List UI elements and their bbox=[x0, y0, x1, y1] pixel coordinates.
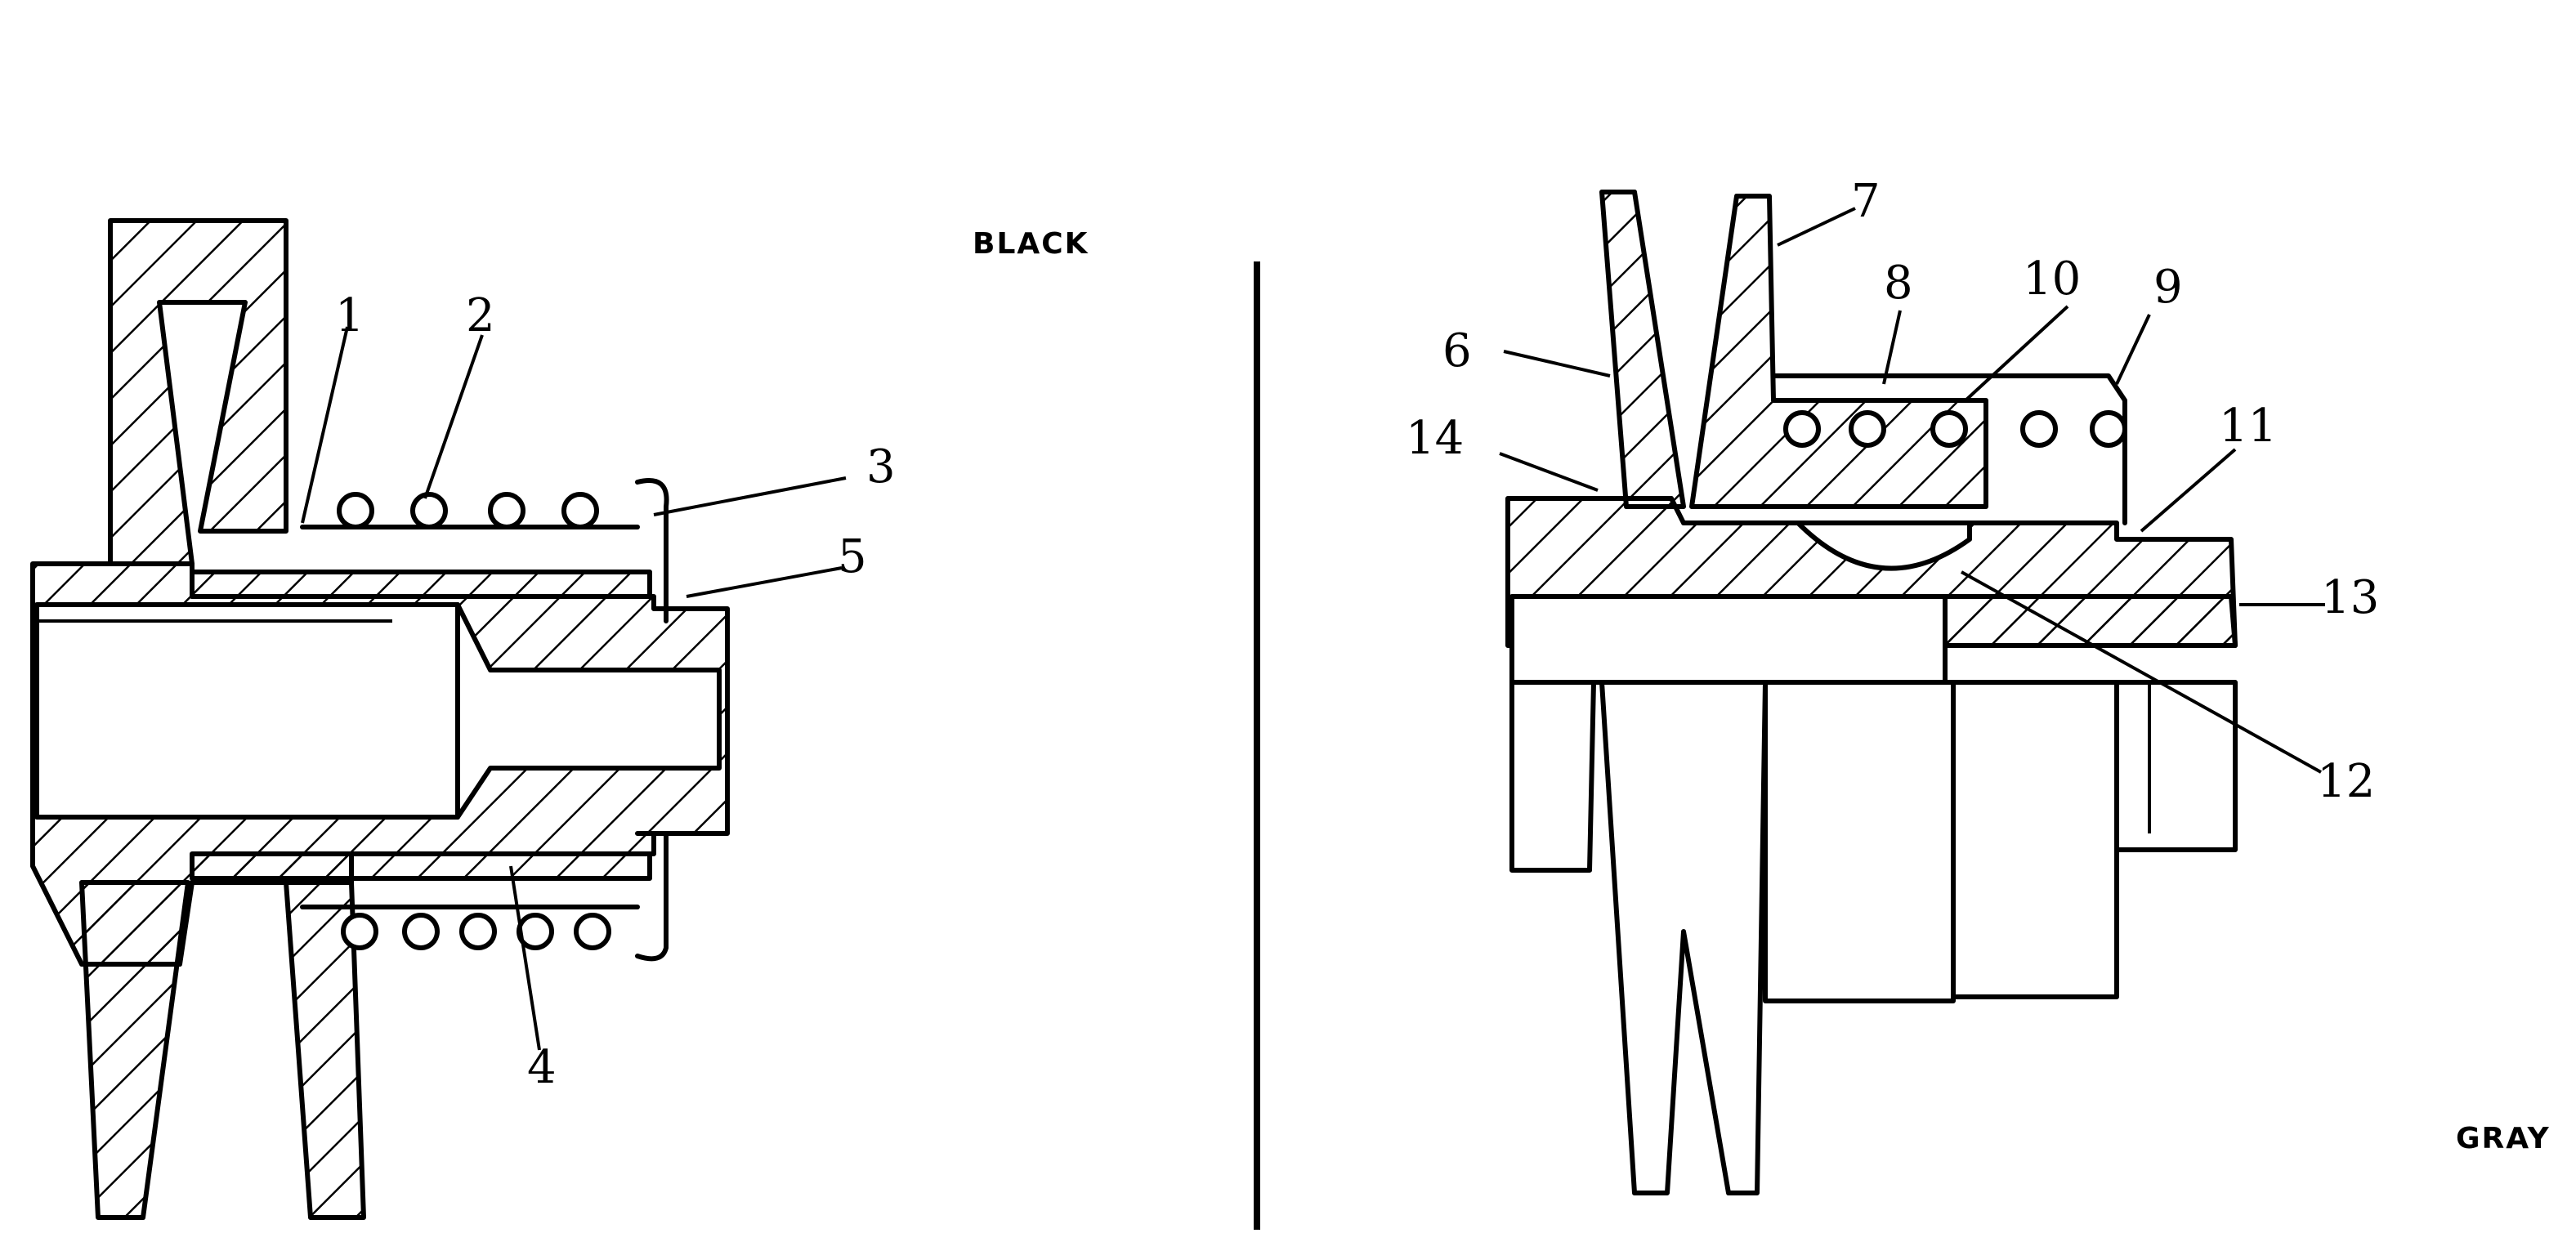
callout-4: 4 bbox=[527, 1041, 557, 1094]
right-movable-sheave bbox=[1689, 194, 1988, 509]
callout-7: 7 bbox=[1851, 175, 1881, 228]
right-cover bbox=[1771, 373, 2127, 525]
right-bore-insert bbox=[1943, 594, 2238, 648]
left-sheave-bottom-2 bbox=[284, 880, 366, 1220]
left-bore-step bbox=[455, 602, 722, 820]
assembly-tag-black: BLACK bbox=[973, 227, 1089, 261]
left-sleeve bbox=[190, 570, 652, 599]
callout-1: 1 bbox=[335, 289, 364, 342]
left-sheave-bottom bbox=[79, 880, 190, 1220]
callout-12: 12 bbox=[2317, 755, 2375, 808]
callout-3: 3 bbox=[866, 440, 896, 494]
right-lower-body bbox=[1509, 680, 1596, 873]
callout-6: 6 bbox=[1442, 324, 1472, 378]
gray-pulley-section: 7 8 10 9 6 14 11 13 12 bbox=[1406, 175, 2379, 1195]
callout-5: 5 bbox=[838, 530, 867, 583]
callout-10: 10 bbox=[2023, 252, 2081, 306]
callout-11: 11 bbox=[2219, 400, 2277, 453]
left-bore bbox=[34, 602, 460, 820]
assembly-tag-gray: GRAY bbox=[2456, 1122, 2551, 1155]
right-fixed-sheave bbox=[1599, 190, 1686, 509]
callout-14: 14 bbox=[1406, 412, 1464, 465]
right-cam bbox=[1796, 520, 1972, 571]
right-lower-sheave bbox=[1599, 680, 1768, 1195]
left-spring-bottom bbox=[300, 905, 640, 950]
callout-13: 13 bbox=[2321, 571, 2379, 624]
callout-9: 9 bbox=[2153, 261, 2183, 314]
left-retainer bbox=[635, 478, 669, 962]
right-lower-hub bbox=[1763, 680, 1956, 1003]
callout-8: 8 bbox=[1884, 257, 1913, 310]
right-bore bbox=[1509, 594, 1948, 685]
callout-2: 2 bbox=[466, 289, 495, 342]
black-pulley-section: 1 2 3 5 4 bbox=[30, 218, 896, 1220]
right-lower-collar bbox=[2114, 680, 2238, 852]
right-spring bbox=[1783, 410, 2127, 448]
left-sleeve-bottom bbox=[190, 851, 652, 881]
left-spring-top bbox=[300, 492, 640, 529]
right-lower-hub-2 bbox=[1951, 680, 2119, 999]
left-sheave-top bbox=[108, 218, 288, 566]
